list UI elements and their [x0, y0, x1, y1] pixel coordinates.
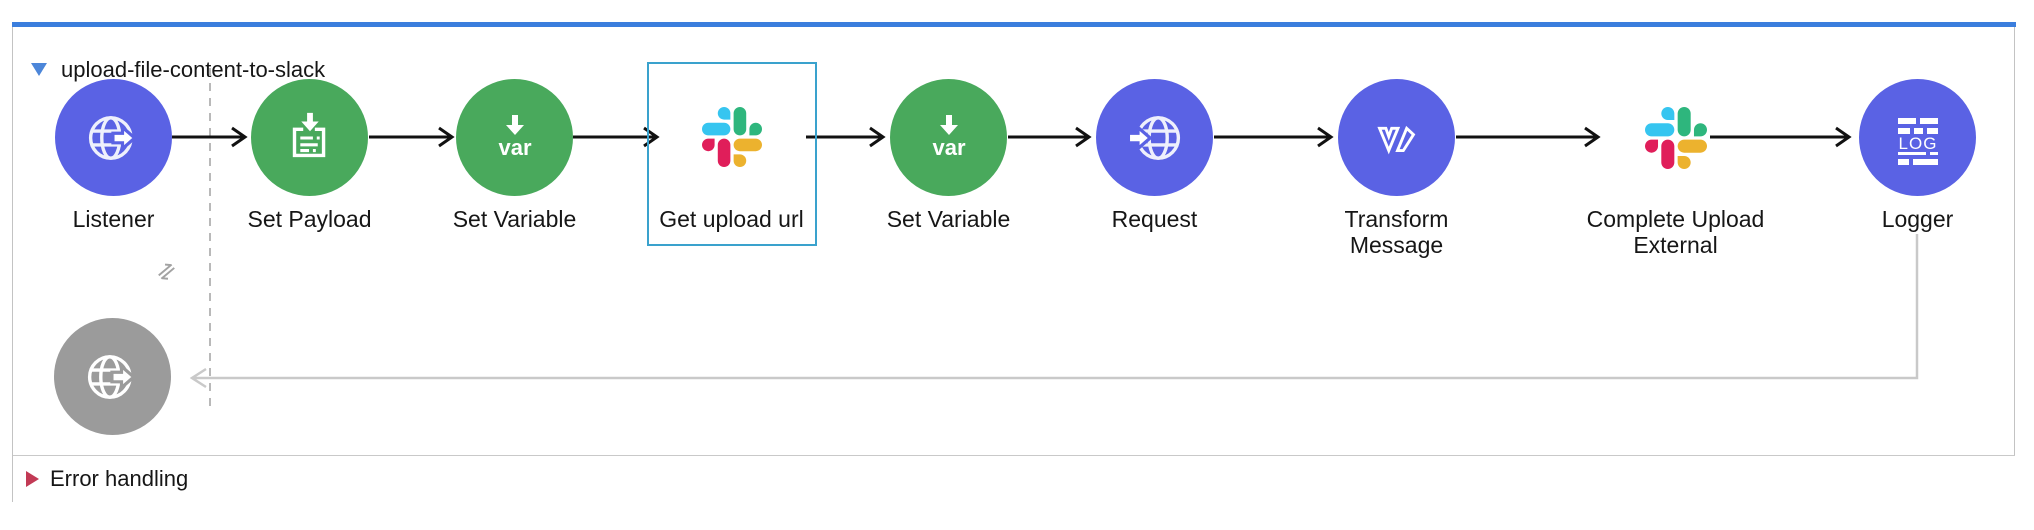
collapse-triangle-icon[interactable]: [31, 63, 47, 76]
error-handling-label: Error handling: [50, 466, 189, 491]
dataweave-icon[interactable]: [1338, 79, 1455, 196]
node-complete-upload-external[interactable]: Complete Upload External: [1587, 79, 1764, 258]
node-label: Listener: [72, 206, 155, 232]
http-request-icon[interactable]: [1096, 79, 1213, 196]
node-label: Get upload url: [659, 206, 804, 232]
set-variable-icon[interactable]: var: [890, 79, 1007, 196]
http-listener-ghost-icon: [54, 318, 171, 435]
node-request[interactable]: Request: [1096, 79, 1213, 232]
selection-outline: [647, 62, 817, 246]
node-set-variable-1[interactable]: var Set Variable: [453, 79, 576, 232]
flow-title: upload-file-content-to-slack: [61, 57, 326, 82]
node-label: Logger: [1881, 206, 1954, 232]
flow-titlebar: upload-file-content-to-slack: [12, 27, 2015, 82]
svg-text:LOG: LOG: [1898, 134, 1937, 153]
flow-accent-bar: [12, 22, 2016, 27]
set-variable-icon[interactable]: var: [456, 79, 573, 196]
svg-text:var: var: [498, 135, 531, 160]
slack-icon[interactable]: [673, 79, 790, 167]
node-label: Set Variable: [452, 206, 577, 232]
node-label: Transform Message: [1344, 206, 1449, 258]
slack-icon[interactable]: [1617, 79, 1734, 169]
node-label: Set Variable: [886, 206, 1011, 232]
expand-triangle-icon[interactable]: [26, 471, 39, 487]
node-set-variable-2[interactable]: var Set Variable: [887, 79, 1010, 232]
node-transform-message[interactable]: Transform Message: [1338, 79, 1455, 258]
node-set-payload[interactable]: Set Payload: [247, 79, 372, 232]
node-label: Request: [1111, 206, 1198, 232]
error-handling-bar[interactable]: [13, 455, 2015, 503]
svg-text:var: var: [932, 135, 965, 160]
node-logger[interactable]: LOG Logger: [1859, 79, 1976, 232]
logger-icon[interactable]: LOG: [1859, 79, 1976, 196]
set-payload-icon[interactable]: [251, 79, 368, 196]
node-listener-ghost[interactable]: [54, 318, 171, 435]
node-get-upload-url[interactable]: Get upload url: [659, 79, 804, 232]
http-listener-icon[interactable]: [55, 79, 172, 196]
node-label: Set Payload: [247, 206, 372, 232]
node-listener[interactable]: ⇌ Listener: [55, 79, 190, 295]
node-label: Complete Upload External: [1586, 206, 1765, 258]
